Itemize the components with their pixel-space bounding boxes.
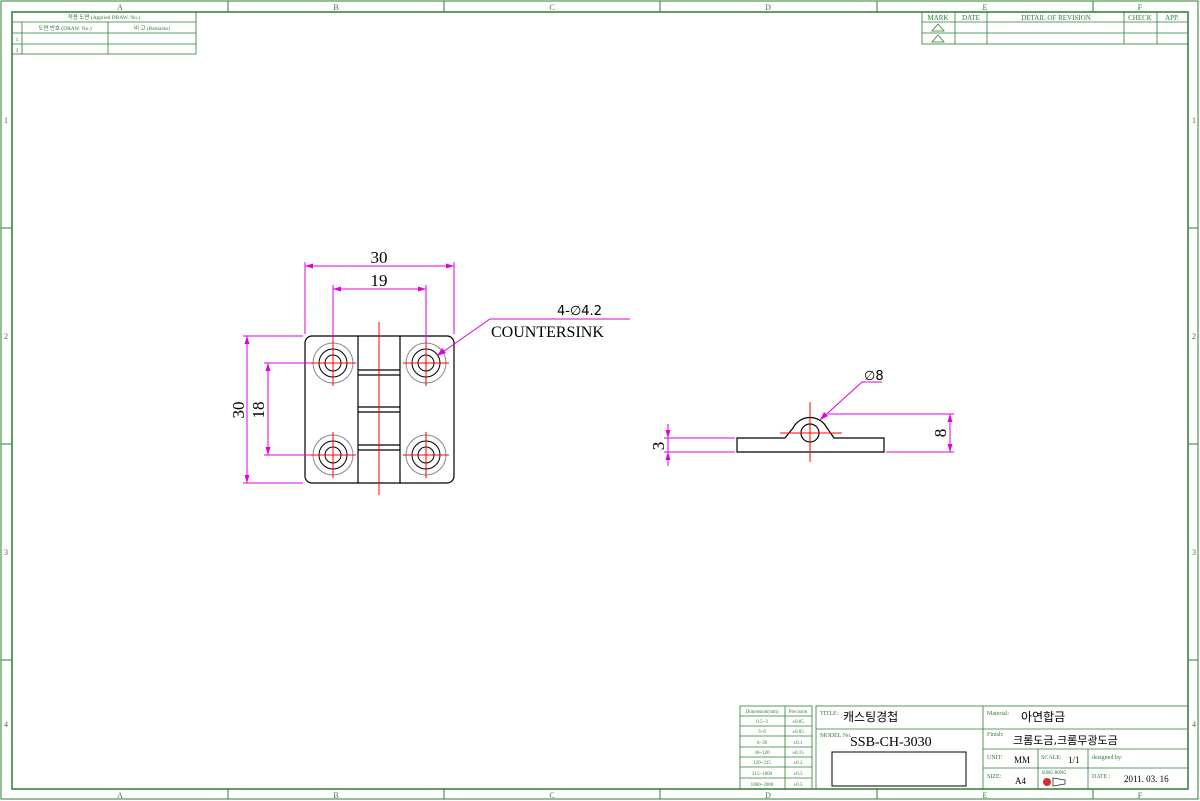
dim-thickness: 3: [649, 442, 668, 451]
zone-col-d-bottom: D: [765, 791, 771, 800]
tolerance-value: ±0.05: [792, 720, 804, 725]
dim-height-holes: 18: [249, 402, 268, 419]
front-view: 30 19 30 18 4-∅4.2 COUNTERSINK: [229, 248, 630, 495]
zone-row-2-right: 2: [1192, 332, 1196, 341]
revision-header-detail: DETAIL OF REVISION: [1021, 14, 1091, 22]
side-dimensions: [664, 381, 954, 466]
company-logo: SUNG BONG: [1042, 770, 1067, 787]
material-value: 아연합금: [1021, 710, 1065, 724]
applied-drawing-table: 적용 도면 (Applied DRAW. No.) 도면 번호 (DRAW. N…: [11, 11, 197, 55]
zone-row-1-left: 1: [4, 116, 8, 125]
material-label: Material:: [987, 711, 1009, 717]
finish-value: 크롬도금,크롬무광도금: [1013, 734, 1118, 747]
revision-header-app: APP.: [1165, 14, 1179, 22]
zone-row-2-left: 2: [4, 332, 8, 341]
tolerance-range: 6~30: [757, 741, 768, 746]
applied-table-row-2: 2: [16, 48, 19, 54]
applied-table-col-draw-no: 도면 번호 (DRAW. No.): [38, 24, 92, 32]
zone-col-b-top: B: [333, 3, 338, 12]
designed-by-label: designed by:: [1092, 755, 1123, 761]
tolerance-value: ±0.2: [794, 761, 803, 766]
unit-label: UNIT:: [987, 755, 1003, 761]
dim-pin-diameter: ∅8: [864, 369, 884, 384]
zone-col-d-top: D: [765, 3, 771, 12]
tolerance-header-dimension: Dimension(mm): [745, 710, 778, 715]
tolerance-table: Dimension(mm) Precision 0.5~3 ±0.05 3~6 …: [739, 705, 813, 790]
hole-note-countersink: COUNTERSINK: [491, 324, 604, 341]
hole-note-spec: 4-∅4.2: [557, 304, 602, 319]
title-block: TITLE: MODEL No. Material: Finish: UNIT:…: [815, 705, 1189, 790]
size-label: SIZE:: [987, 774, 1002, 780]
model-number: SSB-CH-3030: [850, 735, 932, 750]
title-label: TITLE:: [820, 711, 839, 717]
date-label: DATE :: [1092, 774, 1111, 780]
tolerance-range: 0.5~3: [756, 720, 768, 725]
zone-row-4-right: 4: [1192, 720, 1196, 729]
revision-header-mark: MARK: [927, 14, 948, 22]
revision-header-check: CHECK: [1128, 14, 1152, 22]
date-value: 2011. 03. 16: [1124, 774, 1169, 784]
dim-height-overall: 30: [229, 402, 248, 419]
side-view: ∅8 3 8: [649, 369, 954, 466]
tolerance-range: 30~120: [754, 751, 770, 756]
tolerance-range: 1000~2000: [751, 783, 774, 788]
revision-table: MARK DATE DETAIL OF REVISION CHECK APP.: [921, 11, 1189, 45]
applied-table-col-remarks: 비 고 (Remarks): [134, 24, 170, 32]
tolerance-value: ±0.1: [794, 741, 803, 746]
zone-row-4-left: 4: [4, 720, 8, 729]
applied-table-row-1: 1: [16, 37, 19, 43]
tolerance-range: 3~6: [758, 730, 766, 735]
dim-width-overall: 30: [371, 248, 388, 267]
tolerance-value: ±0.3: [794, 772, 803, 777]
zone-row-1-right: 1: [1192, 116, 1196, 125]
dim-height: 8: [931, 429, 950, 438]
revision-triangle-1-icon: [931, 23, 945, 32]
tolerance-range: 315~1000: [752, 772, 773, 777]
unit-value: MM: [1014, 755, 1030, 765]
company-logo-text: SUNG BONG: [1042, 770, 1067, 775]
zone-row-3-left: 3: [4, 548, 8, 557]
finish-label: Finish:: [987, 732, 1004, 738]
dim-width-holes: 19: [371, 271, 388, 290]
tolerance-range: 120~315: [753, 761, 771, 766]
scale-label: SCALE:: [1041, 755, 1062, 761]
zone-col-e-bottom: E: [983, 791, 988, 800]
revision-header-date: DATE: [962, 14, 980, 22]
side-centerlines: [780, 402, 842, 462]
front-centerlines: [310, 322, 449, 495]
zone-col-b-bottom: B: [333, 791, 338, 800]
zone-col-e-top: E: [983, 3, 988, 12]
size-value: A4: [1015, 776, 1026, 786]
model-label: MODEL No.: [820, 733, 852, 739]
zone-row-3-right: 3: [1192, 548, 1196, 557]
scale-value: 1/1: [1068, 755, 1080, 765]
title-value: 캐스팅경첩: [843, 710, 898, 724]
tolerance-value: ±0.5: [794, 783, 803, 788]
tolerance-value: ±0.05: [792, 730, 804, 735]
tolerance-value: ±0.15: [792, 751, 804, 756]
tolerance-header-precision: Precision: [789, 710, 808, 715]
revision-triangle-2-icon: [931, 34, 945, 43]
zone-col-a-top: A: [117, 3, 123, 12]
applied-table-header: 적용 도면 (Applied DRAW. No.): [68, 13, 141, 21]
zone-col-c-top: C: [549, 3, 554, 12]
zone-col-f-bottom: F: [1138, 791, 1143, 800]
zone-col-f-top: F: [1138, 3, 1143, 12]
zone-col-c-bottom: C: [549, 791, 554, 800]
front-dimensions: [243, 262, 630, 484]
zone-col-a-bottom: A: [117, 791, 123, 800]
